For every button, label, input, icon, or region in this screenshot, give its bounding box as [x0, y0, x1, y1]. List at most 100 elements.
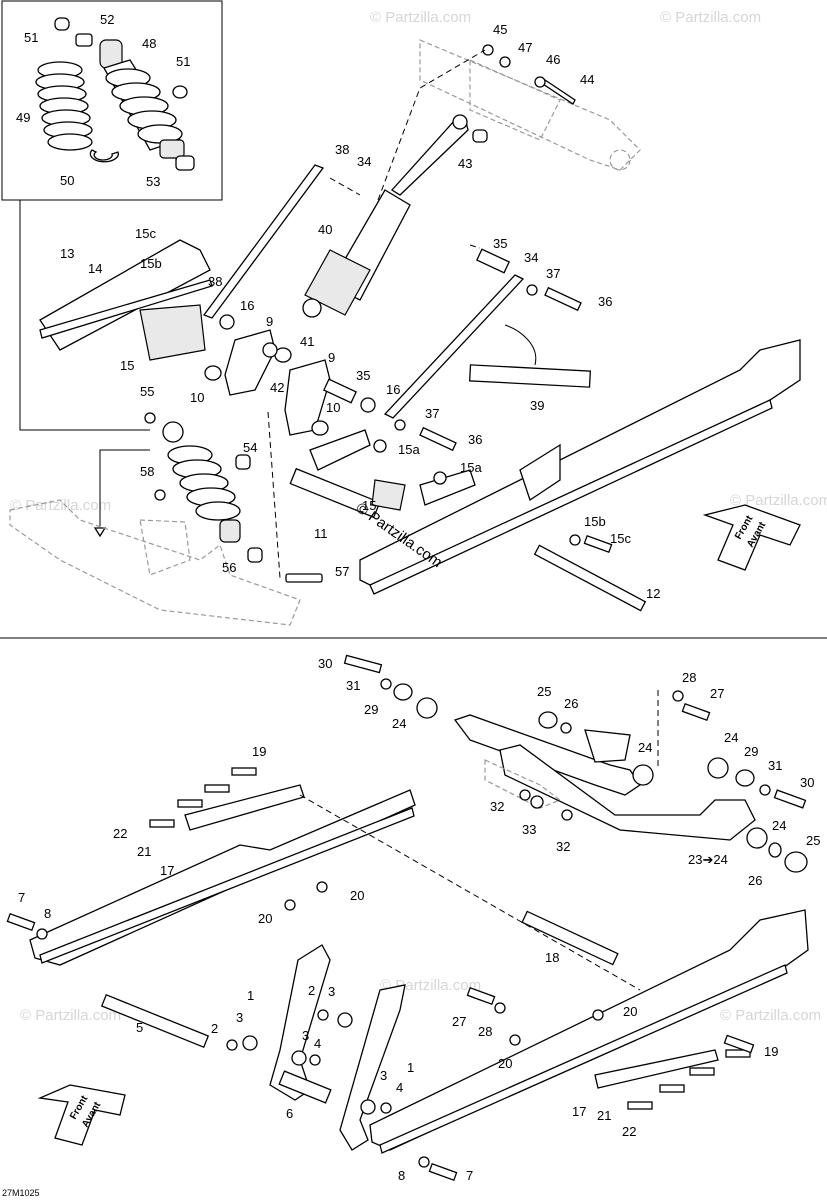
- callout: 54: [243, 440, 257, 455]
- callout: 45: [493, 22, 507, 37]
- callout: 20: [623, 1004, 637, 1019]
- washer-3d: [360, 1099, 376, 1115]
- rod-38: [202, 164, 325, 319]
- washer-37b: [394, 419, 406, 431]
- callout: 32: [490, 799, 504, 814]
- callout: 15a: [398, 442, 420, 457]
- slide-17a: [184, 784, 305, 831]
- callout: 30: [318, 656, 332, 671]
- callout: 14: [88, 261, 102, 276]
- nut-15a-1: [373, 439, 387, 453]
- leader-39: [504, 324, 537, 366]
- bolt-7a: [6, 912, 36, 932]
- callout: 12: [646, 586, 660, 601]
- callout: 15b: [140, 256, 162, 271]
- callout: 3: [328, 984, 335, 999]
- callout: 15c: [610, 531, 631, 546]
- callout: 20: [498, 1056, 512, 1071]
- callout: 44: [580, 72, 594, 87]
- callout: 15: [120, 358, 134, 373]
- pin-35: [476, 248, 510, 274]
- pin-35b: [323, 378, 357, 404]
- slide-17b: [594, 1049, 719, 1089]
- callout: 57: [335, 564, 349, 579]
- nut-20b: [284, 899, 296, 911]
- nut-4b: [380, 1102, 392, 1114]
- callout: 10: [190, 390, 204, 405]
- nut-4a: [309, 1054, 321, 1066]
- callout: 15a: [460, 460, 482, 475]
- callout: 11: [314, 526, 328, 541]
- washer-37a: [526, 284, 538, 296]
- nut-20d: [592, 1009, 604, 1021]
- front-arm-ghost: [9, 499, 301, 626]
- sleeve-56: [247, 547, 263, 563]
- callout: 9: [328, 350, 335, 365]
- callout: 24: [638, 740, 652, 755]
- bushing-10a: [204, 365, 222, 381]
- bolt-19b: [723, 1034, 755, 1054]
- callout: 1: [247, 988, 254, 1003]
- bolt-15c: [583, 534, 613, 554]
- washer-28a: [672, 690, 684, 702]
- callout: 16: [386, 382, 400, 397]
- callout: 27: [710, 686, 724, 701]
- left-rail-top: [39, 239, 213, 361]
- bolt-7b: [428, 1162, 458, 1182]
- callout: 32: [556, 839, 570, 854]
- callout: 47: [518, 40, 532, 55]
- rod-35: [383, 274, 525, 419]
- spacer-24a: [416, 697, 438, 719]
- callout: 15c: [135, 226, 156, 241]
- callout: 20: [350, 888, 364, 903]
- callout: 15: [362, 498, 376, 513]
- sleeve-52: [75, 33, 93, 47]
- bolt-57: [285, 573, 323, 583]
- shock-link-arrow: [99, 449, 150, 530]
- callout: 2: [308, 983, 315, 998]
- callout: 31: [346, 678, 360, 693]
- front-arm-1b: [339, 984, 406, 1151]
- callout: 41: [300, 334, 314, 349]
- nut-2a: [226, 1039, 238, 1051]
- callout: 52: [100, 12, 114, 27]
- callout: 24: [772, 818, 786, 833]
- callout: 51: [24, 30, 38, 45]
- washer-8a: [36, 928, 48, 940]
- callout: 37: [425, 406, 439, 421]
- callout: 31: [768, 758, 782, 773]
- callout: 4: [314, 1036, 321, 1051]
- rear-arm-assembly: [453, 714, 756, 841]
- bushing-10b: [311, 420, 329, 436]
- washer-26a: [560, 722, 572, 734]
- callout: 35: [493, 236, 507, 251]
- callout: 38: [335, 142, 349, 157]
- washer-15b: [569, 534, 581, 546]
- nut-15a-2: [433, 471, 447, 485]
- callout: 16: [240, 298, 254, 313]
- washer-3c: [291, 1050, 307, 1066]
- callout: 8: [398, 1168, 405, 1183]
- callout: 51: [176, 54, 190, 69]
- nut-58: [154, 489, 166, 501]
- shock-inset-frame: [1, 0, 223, 201]
- callout: 21: [597, 1108, 611, 1123]
- callout: 38: [208, 274, 222, 289]
- callout: 17: [160, 863, 174, 878]
- callout: 25: [537, 684, 551, 699]
- callout: 3: [380, 1068, 387, 1083]
- callout: 35: [356, 368, 370, 383]
- right-rail-bottom: [369, 909, 809, 1154]
- washer-3a: [242, 1035, 258, 1051]
- watermark-faint: © Partzilla.com: [660, 9, 761, 26]
- arrowhead: [93, 527, 107, 538]
- watermark-faint: © Partzilla.com: [720, 1007, 821, 1024]
- callout: 48: [142, 36, 156, 51]
- callout: 19: [252, 744, 266, 759]
- callout: 50: [60, 173, 74, 188]
- callout: 29: [744, 744, 758, 759]
- bolt-27b: [466, 986, 496, 1006]
- nut-2b: [317, 1009, 329, 1021]
- bushing-43: [472, 129, 488, 143]
- washer-46: [534, 76, 546, 88]
